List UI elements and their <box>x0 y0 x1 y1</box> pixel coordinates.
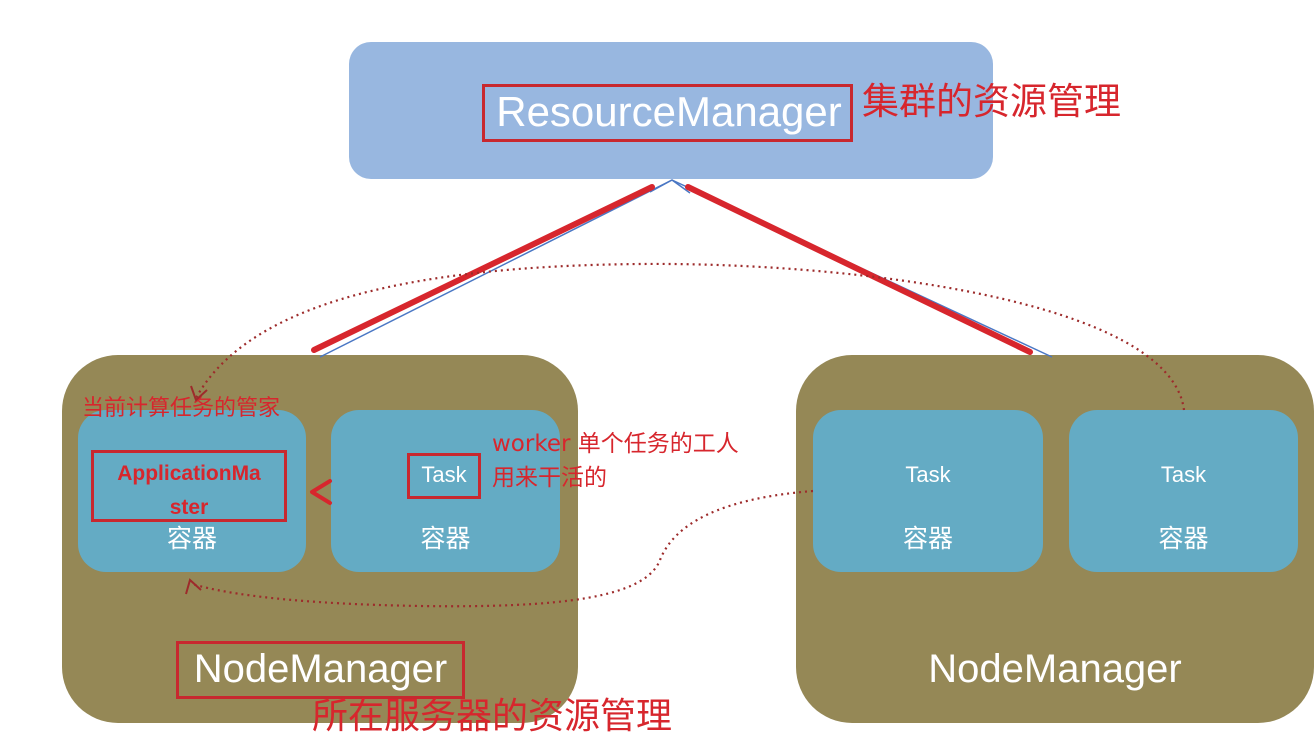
resource-manager-title: ResourceManager <box>496 88 842 135</box>
application-master-caption: 容器 <box>166 524 217 553</box>
resource-manager-highlight <box>482 84 853 142</box>
task-right-2-caption: 容器 <box>1158 524 1209 553</box>
application-master-highlight <box>91 450 287 522</box>
application-master-label-line2: ster <box>169 496 209 519</box>
nm-left-to-rm-line <box>319 179 673 358</box>
worker-note-line1: worker 单个任务的工人 <box>492 431 739 457</box>
rm-arrowhead <box>649 179 691 194</box>
resource-manager-box <box>349 42 993 179</box>
node-manager-right-title: NodeManager <box>928 647 1182 691</box>
container-task-right-1 <box>813 410 1043 572</box>
node-manager-left-highlight <box>176 641 465 699</box>
dotted-arc-bottom-arrowhead <box>185 578 202 595</box>
worker-note-line2: 用来干活的 <box>492 465 607 491</box>
dotted-arc-bottom <box>191 489 814 608</box>
task-left-caption: 容器 <box>420 524 471 553</box>
task-right-1-caption: 容器 <box>902 524 953 553</box>
nm-left-to-rm-red-line <box>311 184 655 353</box>
task-right-2-label: Task <box>1160 462 1207 487</box>
node-manager-left-note: 所在服务器的资源管理 <box>312 696 673 737</box>
application-master-label-line1: ApplicationMa <box>117 462 261 485</box>
container-task-right-2 <box>1069 410 1298 572</box>
container-task-left <box>331 410 560 572</box>
task-to-am-arrowhead <box>310 479 332 505</box>
node-manager-left-title: NodeManager <box>193 647 448 691</box>
dotted-arc-top-arrowhead <box>190 385 208 402</box>
task-left-label: Task <box>421 462 467 487</box>
task-left-highlight <box>407 453 481 499</box>
task-right-1-label: Task <box>905 462 951 487</box>
nm-right-to-rm-red-line <box>685 184 1033 355</box>
application-master-note: 当前计算任务的管家 <box>82 396 281 421</box>
resource-manager-note: 集群的资源管理 <box>862 80 1121 123</box>
container-application-master <box>78 410 306 572</box>
